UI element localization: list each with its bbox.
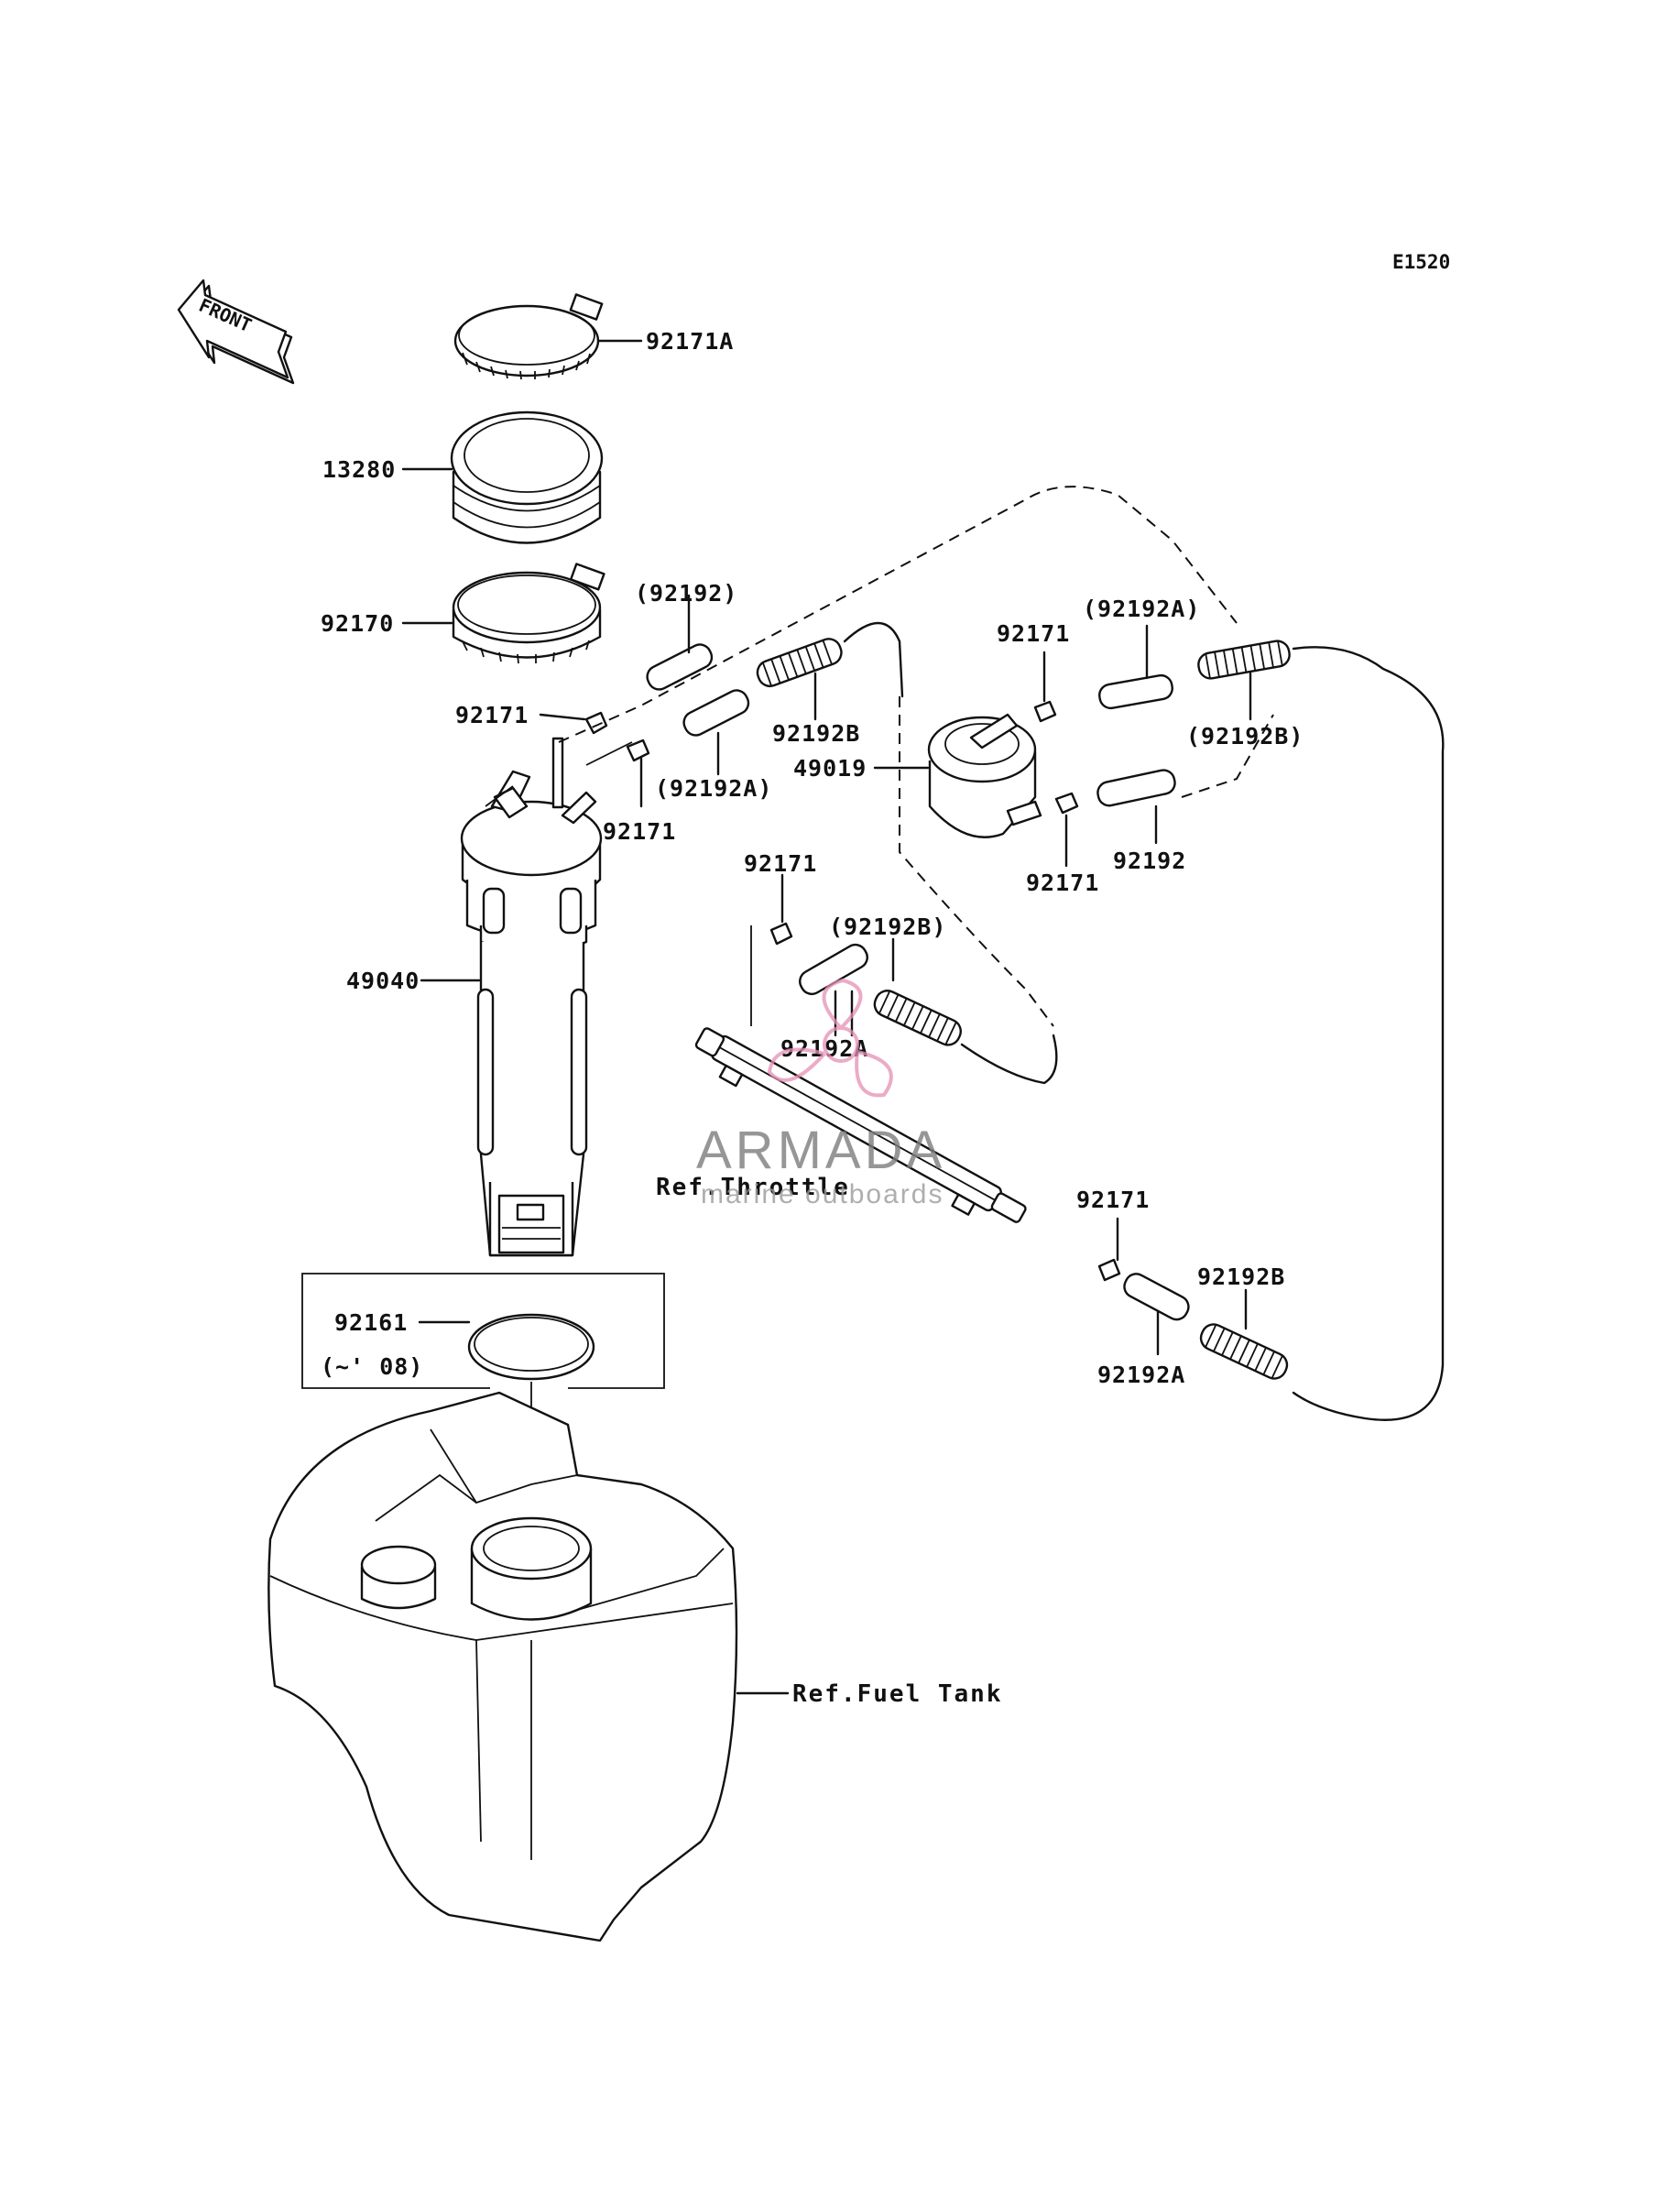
clip-left-lower — [626, 738, 650, 762]
fuel-pump — [460, 737, 603, 1257]
label-gasket: 92161 — [334, 1309, 408, 1336]
fuel-filter — [927, 713, 1042, 838]
hose-left-top — [646, 643, 714, 691]
diagram-code: E1520 — [1392, 251, 1450, 273]
coil-rail — [1199, 1323, 1289, 1380]
label-clip-mid: 92171 — [744, 850, 817, 877]
label-ring: 13280 — [322, 456, 396, 483]
gasket-box — [301, 1273, 665, 1389]
coil-filter-top — [1197, 640, 1291, 680]
hose-rail — [1123, 1273, 1190, 1321]
label-pump: 49040 — [346, 968, 420, 994]
label-clip-left: 92171 — [455, 702, 529, 728]
watermark-tagline: marine outboards — [701, 1179, 944, 1209]
label-hose-left-top: (92192) — [635, 580, 737, 607]
clamp-lower — [452, 563, 605, 664]
watermark-logo-icon — [767, 978, 893, 1098]
ref-fuel-tank: Ref.Fuel Tank — [792, 1680, 1003, 1708]
clamp-top — [453, 293, 604, 380]
label-filter: 49019 — [793, 755, 867, 782]
label-hose-filter-bottom: 92192 — [1113, 848, 1186, 874]
label-coil-rail: 92192B — [1197, 1264, 1285, 1290]
label-coil-left: 92192B — [772, 720, 860, 747]
watermark-brand: ARMADA — [696, 1121, 945, 1180]
clip-rail — [1097, 1258, 1121, 1282]
clip-filter-top — [1033, 700, 1057, 723]
fuel-tank — [267, 1391, 738, 1942]
label-clip-rail: 92171 — [1076, 1187, 1150, 1213]
ref-throttle: Ref.Throttle — [656, 1174, 850, 1201]
label-clamp-top: 92171A — [646, 328, 734, 355]
label-clamp-lower: 92170 — [321, 610, 394, 637]
clip-mid — [769, 922, 793, 946]
hose-filter-bottom — [1096, 769, 1176, 807]
label-coil-filter-top: (92192B) — [1186, 723, 1304, 749]
label-clip-filter-top: 92171 — [997, 620, 1070, 647]
label-clip-left-lower: 92171 — [603, 818, 676, 845]
clip-filter-bottom — [1054, 792, 1079, 815]
label-hose-left-bottom: (92192A) — [655, 775, 772, 802]
hose-left-bottom — [682, 689, 750, 737]
label-clip-filter-bottom: 92171 — [1026, 870, 1099, 896]
label-hose-rail: 92192A — [1097, 1362, 1185, 1388]
coil-left — [756, 638, 843, 688]
label-hose-filter-top: (92192A) — [1083, 596, 1200, 622]
label-coil-mid: (92192B) — [829, 914, 946, 940]
front-arrow-icon: FRONT — [177, 279, 295, 385]
coil-mid — [873, 990, 962, 1046]
hose-filter-top — [1098, 673, 1173, 710]
clip-left — [584, 711, 608, 735]
label-gasket-note: (~' 08) — [321, 1353, 423, 1380]
rubber-ring — [450, 410, 604, 544]
